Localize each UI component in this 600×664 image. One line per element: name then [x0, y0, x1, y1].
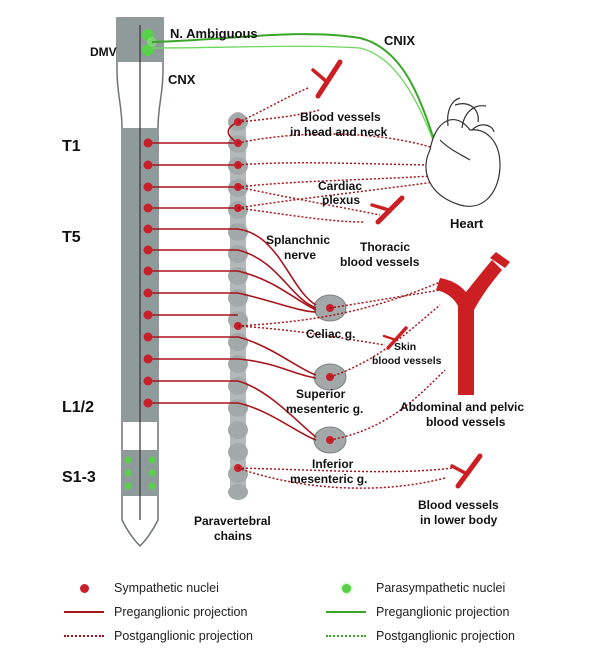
label-l12: L1/2: [62, 399, 94, 416]
label-splanchnic-1: Splanchnic: [266, 233, 330, 247]
label-celiac: Celiac g.: [306, 327, 355, 341]
label-cnx: CNX: [168, 72, 196, 87]
label-skin-2: blood vessels: [372, 355, 442, 367]
legend-parasympathetic-nuclei-label: Parasympathetic nuclei: [376, 581, 506, 595]
legend-sym-preganglionic-label: Preganglionic projection: [114, 605, 248, 619]
paravertebral-chain: [228, 112, 248, 500]
label-vessels-head-2: in head and neck: [290, 125, 388, 139]
legend-sym-postganglionic: Postganglionic projection: [64, 629, 253, 643]
label-cardiac-2: plexus: [322, 193, 360, 207]
label-vessels-head-1: Blood vessels: [300, 110, 381, 124]
label-n-ambiguous: N. Ambiguous: [170, 26, 258, 41]
label-heart: Heart: [450, 216, 484, 231]
legend: Sympathetic nuclei Preganglionic project…: [0, 575, 600, 655]
blood-vessel-head-icon: [311, 59, 343, 99]
label-splanchnic-2: nerve: [284, 248, 316, 262]
legend-parasympathetic-nuclei: Parasympathetic nuclei: [326, 581, 505, 595]
label-abdominal-1: Abdominal and pelvic: [400, 400, 524, 414]
label-paravertebral-2: chains: [214, 529, 252, 543]
label-dmv: DMV: [90, 45, 117, 59]
label-skin-1: Skin: [394, 341, 416, 353]
label-superior-2: mesenteric g.: [286, 402, 363, 416]
label-lower-2: in lower body: [420, 513, 498, 527]
label-t5: T5: [62, 229, 81, 246]
sacral-nuclei: [124, 456, 156, 490]
legend-para-preganglionic: Preganglionic projection: [326, 605, 509, 619]
sym-preganglionic-lines: [148, 121, 317, 441]
label-thoracic-2: blood vessels: [340, 255, 420, 269]
legend-para-preganglionic-label: Preganglionic projection: [376, 605, 510, 619]
label-abdominal-2: blood vessels: [426, 415, 506, 429]
legend-sym-postganglionic-label: Postganglionic projection: [114, 629, 253, 643]
solid-green-line-icon: [326, 611, 366, 613]
parasympathetic-nucleus-icon: [341, 583, 351, 593]
label-s13: S1-3: [62, 469, 96, 486]
label-cnix: CNIX: [384, 33, 415, 48]
blood-vessel-abdominal-icon: [436, 252, 510, 395]
legend-para-postganglionic: Postganglionic projection: [326, 629, 515, 643]
label-thoracic-1: Thoracic: [360, 240, 410, 254]
label-t1: T1: [62, 138, 81, 155]
solid-red-line-icon: [64, 611, 104, 613]
legend-sympathetic-nuclei: Sympathetic nuclei: [64, 581, 219, 595]
legend-sympathetic-nuclei-label: Sympathetic nuclei: [114, 581, 219, 595]
sympathetic-nucleus-icon: [79, 583, 89, 593]
sympathetic-nuclei: [143, 138, 153, 408]
sym-postganglionic-lines: [237, 87, 453, 489]
heart-illustration: [425, 97, 501, 207]
label-paravertebral-1: Paravertebral: [194, 514, 271, 528]
label-lower-1: Blood vessels: [418, 498, 499, 512]
blood-vessel-lower-icon: [450, 453, 483, 489]
label-inferior-2: mesenteric g.: [290, 472, 367, 486]
label-superior-1: Superior: [296, 387, 346, 401]
legend-para-postganglionic-label: Postganglionic projection: [376, 629, 515, 643]
blood-vessel-thoracic-icon: [370, 195, 405, 225]
legend-sym-preganglionic: Preganglionic projection: [64, 605, 247, 619]
blood-vessel-skin-icon: [382, 326, 408, 350]
label-inferior-1: Inferior: [312, 457, 354, 471]
dotted-green-line-icon: [326, 635, 366, 637]
dotted-red-line-icon: [64, 635, 104, 637]
label-cardiac-1: Cardiac: [318, 179, 362, 193]
